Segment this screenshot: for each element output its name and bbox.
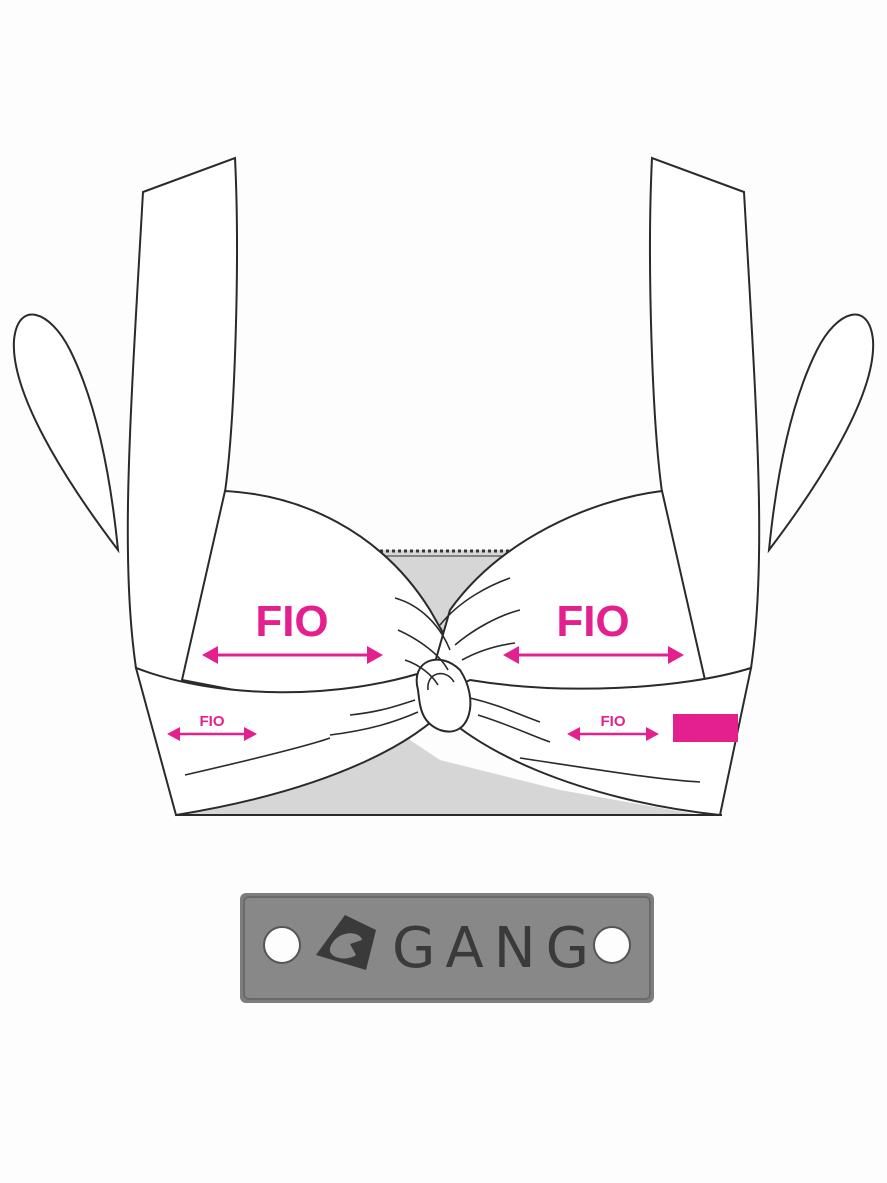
fio-label-left-cup: FIO [255, 597, 328, 646]
fio-label-right-band: FIO [601, 713, 626, 730]
arrow-right-cup [503, 646, 684, 664]
back-panel [180, 550, 700, 815]
tag-brand-text: GANG [392, 916, 599, 981]
brand-tag: GANG [240, 893, 654, 1003]
tag-hole-right [593, 926, 631, 964]
fio-label-right-cup: FIO [556, 597, 629, 646]
tag-hole-left [263, 926, 301, 964]
center-knot [415, 658, 472, 733]
right-cup [428, 489, 707, 701]
gang-logo-icon [316, 915, 376, 970]
arrow-left-cup [202, 646, 383, 664]
right-tie-loop [767, 313, 875, 554]
drape-lines [184, 577, 701, 783]
arrow-right-band [567, 727, 659, 741]
label-position-marker [673, 714, 738, 742]
fio-label-left-band: FIO [200, 713, 225, 730]
arrow-left-band [167, 727, 257, 741]
left-tie-loop [12, 313, 120, 554]
